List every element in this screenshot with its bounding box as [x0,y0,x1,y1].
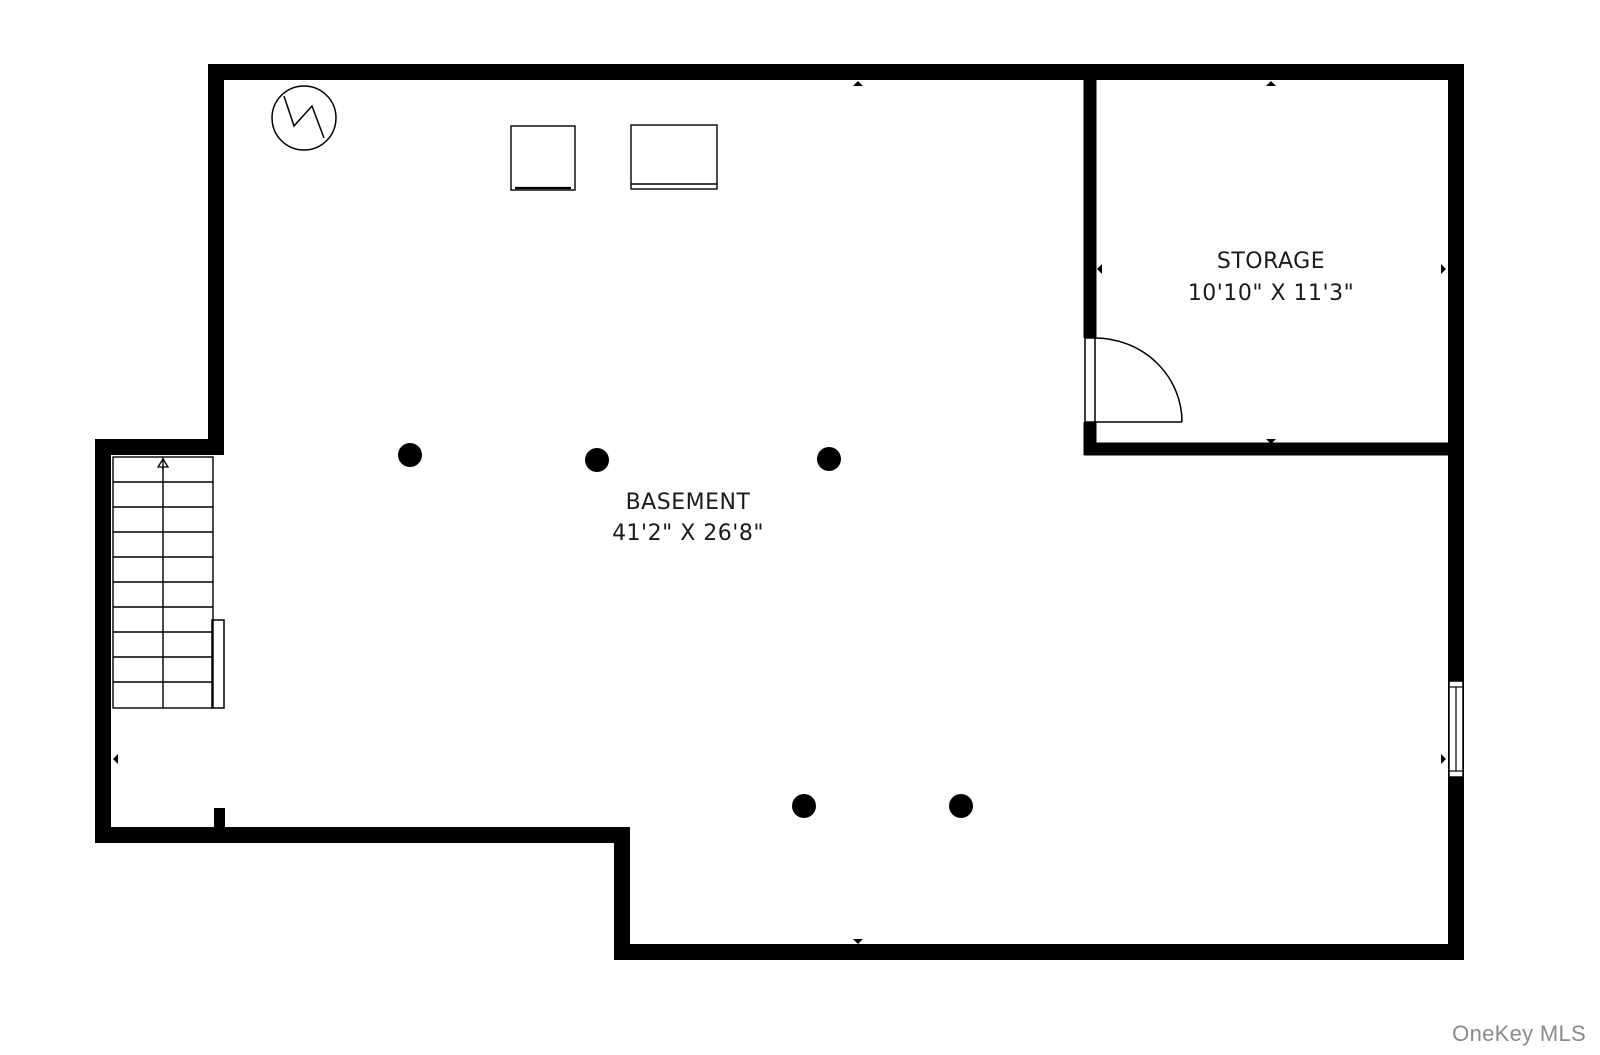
storage-name: STORAGE [1217,249,1325,274]
column [398,443,422,467]
exterior-wall [95,64,1464,960]
dimension-markers [113,81,1446,944]
column [792,794,816,818]
watermark: OneKey MLS [1452,1021,1586,1046]
wall-stub [214,808,225,828]
column [585,448,609,472]
basement-dimensions: 41'2" X 26'8" [612,521,764,546]
water-heater [510,125,576,191]
support-columns [398,443,973,818]
storage-dimensions: 10'10" X 11'3" [1188,281,1354,306]
basement-name: BASEMENT [626,490,751,515]
column [949,794,973,818]
furnace [630,124,718,190]
electrical-panel-icon [271,85,337,151]
stair-up-arrow-icon [156,457,170,470]
column [817,447,841,471]
window [1448,680,1464,778]
staircase [112,456,214,709]
stair-opening [211,619,225,709]
storage-door [1084,337,1183,423]
